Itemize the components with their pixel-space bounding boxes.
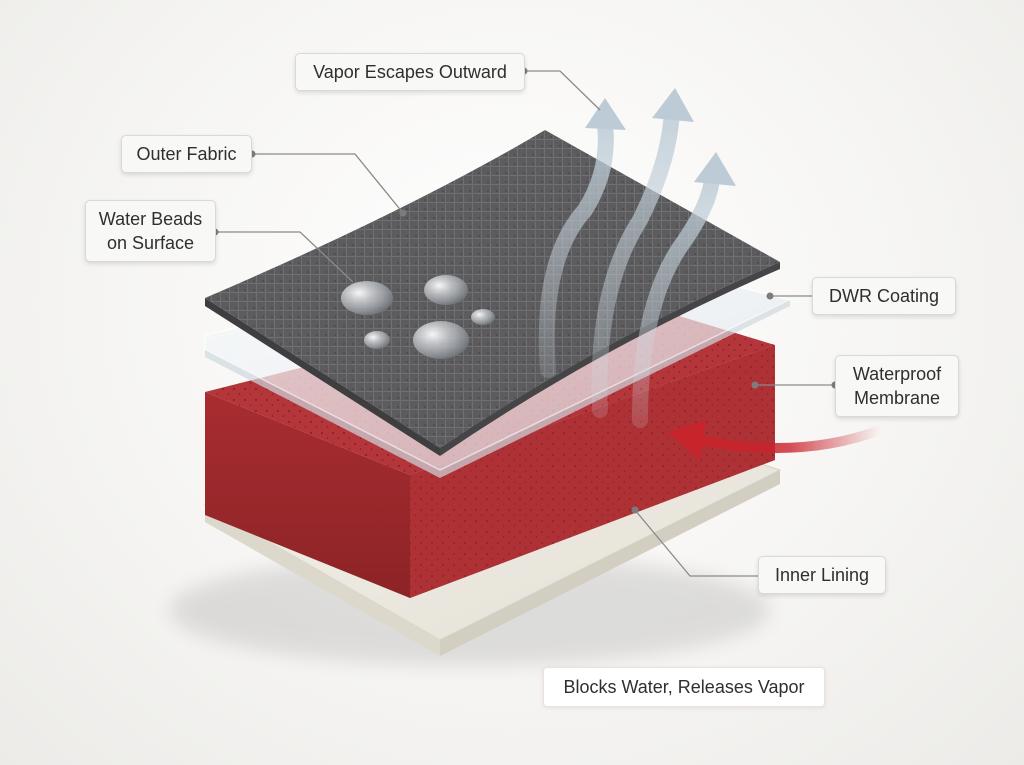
water-beads — [341, 275, 495, 359]
leader-vapor — [524, 70, 601, 111]
leader-outer-fabric — [252, 153, 404, 214]
water-blocked-arrow — [668, 420, 885, 460]
label-outer-fabric: Outer Fabric — [121, 135, 252, 173]
water-bead — [424, 275, 468, 305]
vapor-arrows — [538, 102, 720, 428]
label-water-beads: Water Beads on Surface — [85, 200, 216, 262]
water-bead — [413, 321, 469, 359]
leader-dot — [766, 292, 774, 300]
leader-water-beads — [215, 231, 354, 283]
vapor-arrow — [591, 102, 680, 418]
vapor-arrowhead — [694, 152, 736, 186]
leader-dot — [631, 506, 639, 514]
vapor-arrow — [632, 167, 720, 428]
vapor-arrowhead — [585, 98, 626, 130]
leader-dot — [399, 209, 407, 217]
vapor-arrow — [538, 117, 614, 378]
vapor-arrowhead — [652, 88, 694, 122]
vapor-arrowheads — [585, 88, 736, 186]
water-bead — [471, 309, 495, 325]
water-bead — [341, 281, 393, 315]
leader-inner-lining — [634, 509, 758, 577]
summary-banner: Blocks Water, Releases Vapor — [543, 667, 825, 707]
leader-lines — [215, 70, 835, 577]
label-waterproof-membrane: Waterproof Membrane — [835, 355, 959, 417]
label-dwr-coating: DWR Coating — [812, 277, 956, 315]
label-vapor-escapes: Vapor Escapes Outward — [295, 53, 525, 91]
water-bead — [364, 331, 390, 349]
label-inner-lining: Inner Lining — [758, 556, 886, 594]
leader-dot — [751, 381, 759, 389]
